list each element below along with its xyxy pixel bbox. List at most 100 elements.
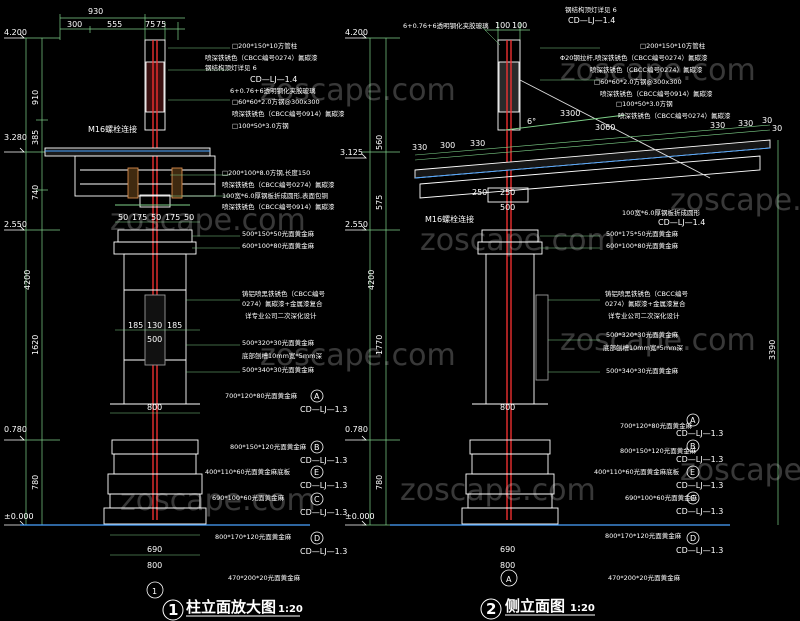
rref-E: E [690, 468, 695, 477]
relev-2550: 2.550 [345, 220, 368, 229]
rnote: 6+0.76+6透明钢化夹胶玻璃 [403, 21, 489, 30]
rnote: 470*200*20光面黄金麻 [608, 573, 681, 582]
note: 喷深铁锈色（CBCC编号0274）氟碳漆 [205, 53, 318, 62]
rref-code: CD—LJ—1.3 [676, 546, 723, 555]
rref-code: CD—LJ—1.3 [676, 507, 723, 516]
watermark: zoscape.com [260, 338, 456, 373]
relev-3125: 3.125 [340, 148, 363, 157]
roof-300: 300 [440, 141, 455, 150]
elev-0780: 0.780 [4, 425, 27, 434]
ref-code: CD—LJ—1.3 [300, 405, 347, 414]
rnote: 500*340*30光面黄金麻 [606, 366, 679, 375]
note: 喷深铁锈色（CBCC编号0914）氟碳漆 [222, 202, 335, 211]
right-elevation: 100 100 4.200 3.125 2.550 0.780 ±0.000 5… [340, 5, 782, 620]
m16-note: M16螺栓连接 [88, 124, 137, 134]
elev-2550: 2.550 [4, 220, 27, 229]
rvdim-780: 780 [375, 475, 384, 490]
rnote: 500*175*50光面黄金麻 [606, 229, 679, 238]
rnote: 690*100*60光面黄金麻 [625, 493, 698, 502]
rnote: 500*320*30光面黄金麻 [606, 330, 679, 339]
dd-175a: 175 [132, 213, 147, 222]
roof-330b: 330 [470, 139, 485, 148]
rvdim-1770: 1770 [375, 335, 384, 355]
dim-300: 300 [67, 20, 82, 29]
rdd-250a: 250 [472, 188, 487, 197]
dd-50a: 50 [118, 213, 128, 222]
rref-C: C [690, 494, 696, 503]
roof-30b: 30 [772, 124, 782, 133]
dd-50b: 50 [151, 213, 161, 222]
rm16-note: M16螺栓连接 [425, 214, 474, 224]
roof-3300: 3300 [560, 109, 580, 118]
view-scale: 1:20 [278, 604, 303, 615]
rview-scale: 1:20 [570, 603, 595, 614]
rdd-800b: 800 [500, 561, 515, 570]
note: 500*320*30光面黄金麻 [242, 338, 315, 347]
rview-title: 侧立面图 [505, 597, 565, 615]
roof-330c: 330 [710, 121, 725, 130]
rnote: 100宽*6.0厚钢板折成圆形 [622, 208, 700, 217]
note: CD—LJ—1.4 [250, 75, 297, 84]
rnote: 详专业公司二次深化设计 [608, 311, 680, 320]
rnote: 喷深铁锈色（CBCC编号0914）氟碳漆 [600, 89, 713, 98]
watermark: zoscape.com [560, 323, 756, 358]
dd-50c: 50 [184, 213, 194, 222]
slope-angle: 6° [527, 117, 536, 126]
rnote: 700*120*80光面黄金麻 [620, 421, 693, 430]
rnote: 0274）氟碳漆+金属漆复合 [605, 299, 686, 308]
note: 800*170*120光面黄金麻 [215, 532, 292, 541]
ref-code: CD—LJ—1.3 [300, 456, 347, 465]
note: □60*60*2.0方钢@300x300 [232, 97, 320, 106]
left-elevation: 930 300 555 75 75 4.200 3.280 2.550 0.7 [4, 7, 347, 621]
elev-3280: 3.280 [4, 133, 27, 142]
note: 800*150*120光面黄金麻 [230, 442, 307, 451]
note: 500*340*30光面黄金麻 [242, 365, 315, 374]
dd-500: 500 [147, 335, 162, 344]
ref-E: E [314, 468, 319, 477]
rref-code: CD—LJ—1.3 [676, 455, 723, 464]
watermark: zoscape.com [120, 483, 316, 518]
note: 500*150*50光面黄金麻 [242, 229, 315, 238]
rref-B: B [690, 442, 696, 451]
raxis-bubble [500, 569, 518, 587]
vdim-910: 910 [31, 90, 40, 105]
roof-330d: 330 [738, 119, 753, 128]
rref-code: CD—LJ—1.3 [676, 481, 723, 490]
dim-930: 930 [88, 7, 103, 16]
note: □200*100*8.0方钢,长度150 [222, 168, 310, 177]
right-notes: 6+0.76+6透明钢化夹胶玻璃 钢结构顶灯详见 6 CD—LJ—1.4 □20… [403, 5, 731, 582]
note: 470*200*20光面黄金麻 [228, 573, 301, 582]
note: 600*100*80光面黄金麻 [242, 241, 315, 250]
dd-690: 690 [147, 545, 162, 554]
dim-75a: 75 [145, 20, 155, 29]
rnote: 800*170*120光面黄金麻 [605, 531, 682, 540]
note: 铸铝喷黑铁锈色（CBCC编号 [242, 289, 325, 298]
vdim-4200: 4200 [23, 270, 32, 290]
watermark: zoscape.com [420, 223, 616, 258]
note: 690*100*60光面黄金麻 [212, 493, 285, 502]
watermark: zoscape.com [670, 183, 800, 218]
rref-A: A [690, 416, 696, 425]
rvdim-4200: 4200 [367, 270, 376, 290]
dd-185a: 185 [128, 321, 143, 330]
note: 6+0.76+6透明钢化夹胶玻璃 [230, 86, 316, 95]
rnote: 400*110*60光面黄金麻底板 [594, 467, 680, 476]
rtitle-number: 2 [486, 600, 496, 618]
dim-75b: 75 [156, 20, 166, 29]
rnote: CD—LJ—1.4 [568, 16, 615, 25]
vdim-780: 780 [31, 475, 40, 490]
rnote: □60*60*2.0方钢@300x300 [594, 77, 682, 86]
rdd-500: 500 [500, 203, 515, 212]
elev-4200: 4.200 [4, 28, 27, 37]
rnote: 底部刨槽10mm宽*5mm深 [603, 343, 683, 352]
rnote: 800*150*120光面黄金麻 [620, 446, 697, 455]
vdim-740: 740 [31, 185, 40, 200]
rref-code: CD—LJ—1.3 [676, 429, 723, 438]
note: 700*120*80光面黄金麻 [225, 391, 298, 400]
elev-0000: ±0.000 [4, 512, 34, 521]
raxis-label: A [506, 575, 512, 584]
rdd-250b: 250 [500, 188, 515, 197]
left-notes: □200*150*10方管柱 喷深铁锈色（CBCC编号0274）氟碳漆 钢结构顶… [205, 41, 345, 582]
roof-30a: 30 [762, 116, 772, 125]
